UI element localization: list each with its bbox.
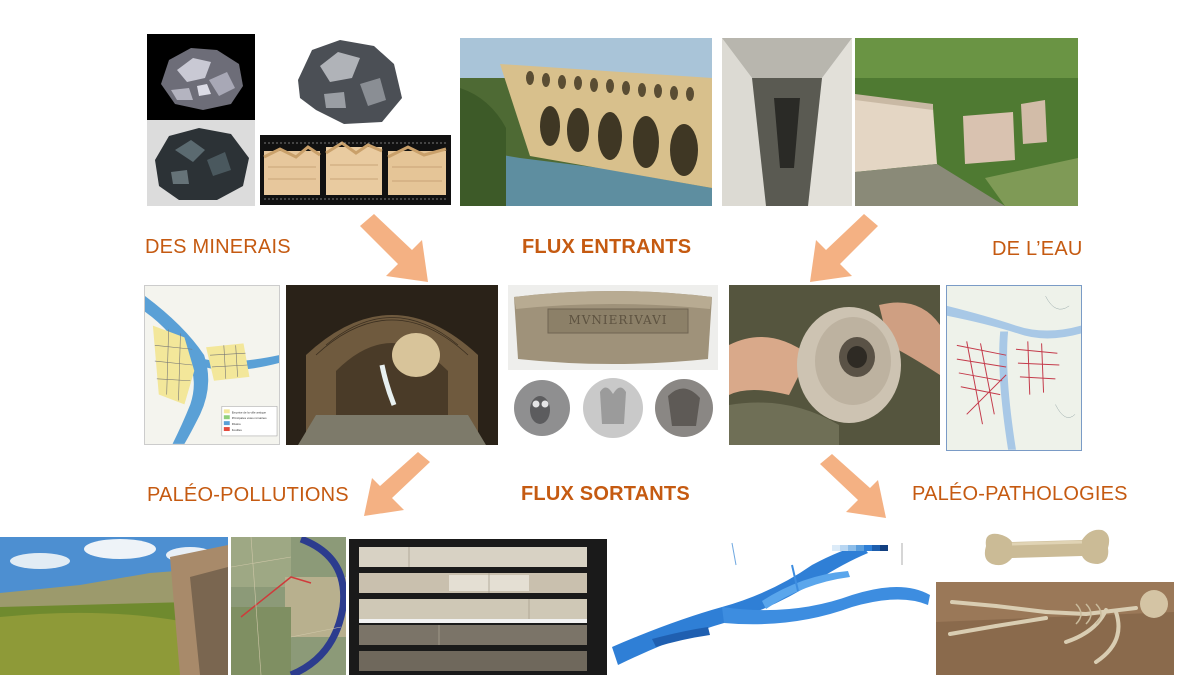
aerial-river-map [231, 537, 346, 675]
aqueduct-channel-photo [722, 38, 852, 206]
roman-ruins-photo [855, 38, 1078, 206]
sewer-tunnel-photo [286, 285, 498, 445]
greek-coins-photo [508, 372, 718, 444]
label-flux-entrants: FLUX ENTRANTS [522, 236, 692, 258]
arrow-pollutions-down-icon [364, 452, 430, 516]
arrow-eau-down-icon [810, 214, 878, 282]
lead-ingot-photo: MVNIERIVAVI [508, 285, 718, 370]
label-flux-sortants: FLUX SORTANTS [521, 483, 690, 505]
ingot-inscription: MVNIERIVAVI [568, 313, 668, 327]
sediment-core-section-diagram [260, 135, 451, 205]
map-legend-1: Emprise de la ville antique [232, 410, 267, 414]
arrow-minerais-down-icon [360, 214, 428, 282]
map-legend-3: Rivière [232, 422, 242, 426]
river-valley-photo [0, 537, 228, 675]
street-network-map [946, 285, 1082, 451]
lead-pipe-hands-photo [729, 285, 940, 445]
ancient-city-map: Emprise de la ville antique Principales … [144, 285, 280, 445]
arrow-pathologies-down-icon [820, 454, 886, 518]
map-legend-2: Principales voies romaines [232, 416, 267, 420]
mineral-sphalerite-photo [147, 120, 255, 206]
mineral-nugget-photo [290, 36, 406, 128]
river-channel-model [612, 535, 930, 675]
sediment-cores-tray-photo [349, 539, 607, 675]
label-eau: DE L’EAU [992, 238, 1083, 260]
label-minerais: DES MINERAIS [145, 236, 291, 258]
map-legend-4: Fouilles [232, 428, 243, 432]
mineral-galena-photo [147, 34, 255, 120]
label-paleo-pollutions: PALÉO-POLLUTIONS [147, 484, 349, 506]
label-paleo-pathologies: PALÉO-PATHOLOGIES [912, 483, 1128, 505]
burial-skeleton-photo [936, 582, 1174, 675]
aqueduct-bridge-photo [460, 38, 712, 206]
femur-bone-photo [978, 518, 1118, 578]
